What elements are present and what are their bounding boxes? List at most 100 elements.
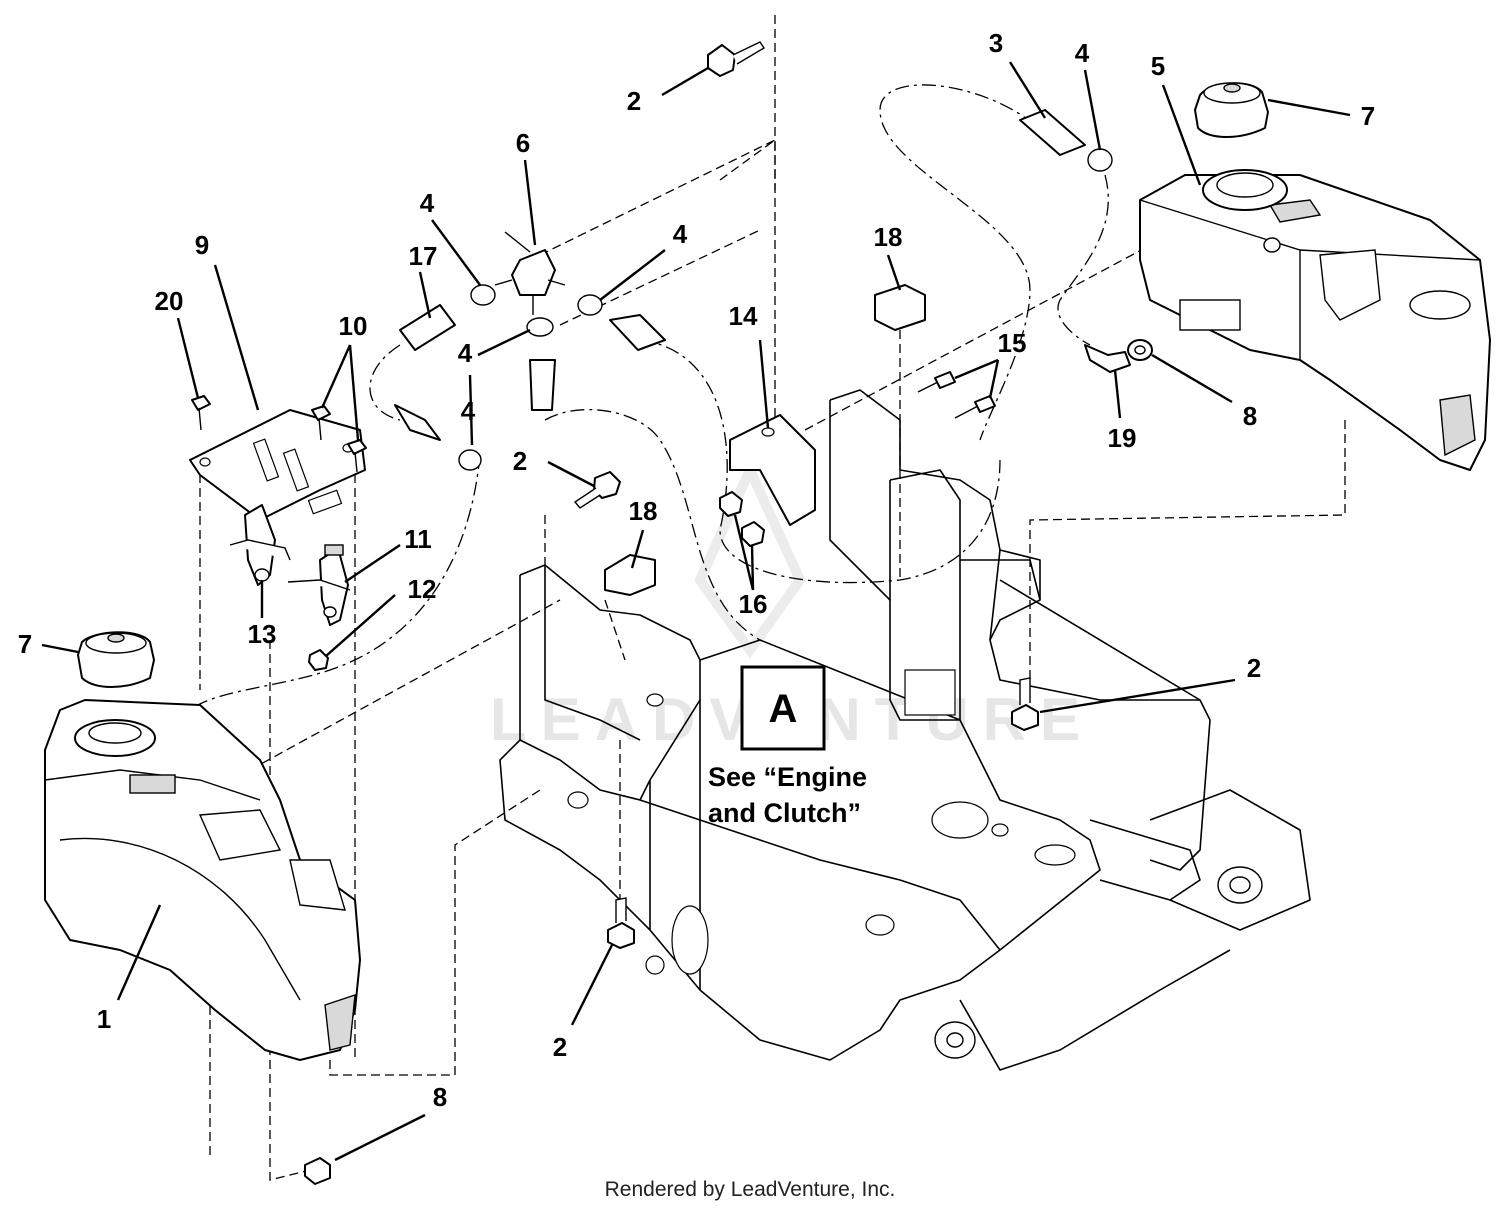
leader-10-b bbox=[348, 344, 360, 441]
callout-4-d: 4 bbox=[461, 396, 476, 426]
bolt-15-b-shank bbox=[954, 405, 979, 419]
clip-18-mid-body bbox=[604, 554, 656, 596]
leader-10-a bbox=[320, 344, 352, 409]
callout-15: 15 bbox=[998, 328, 1027, 358]
right-upright-back bbox=[829, 400, 891, 601]
hose-center bbox=[544, 408, 761, 641]
top-rail bbox=[999, 579, 1201, 701]
bolt-2-top-shank bbox=[732, 41, 765, 65]
leader-2-mid bbox=[547, 460, 595, 488]
callout-18-mid: 18 bbox=[629, 496, 658, 526]
left-side-plate bbox=[499, 564, 1001, 1061]
valve-body bbox=[511, 249, 556, 296]
leader-20 bbox=[176, 317, 200, 399]
right-tank-label-pad bbox=[1268, 199, 1322, 223]
bracket-14-hole bbox=[761, 427, 775, 437]
hose-center-tube bbox=[529, 359, 556, 411]
right-tank-handle bbox=[1439, 394, 1476, 457]
callout-4-c: 4 bbox=[458, 338, 473, 368]
fuel-selector-plate bbox=[189, 409, 366, 521]
front-crossbar bbox=[959, 949, 1231, 1071]
callout-3: 3 bbox=[989, 28, 1003, 58]
callout-1: 1 bbox=[97, 1004, 111, 1034]
left-fuel-tank bbox=[44, 699, 361, 1061]
align-line-bracket bbox=[719, 138, 776, 420]
callout-2-top: 2 bbox=[627, 86, 641, 116]
leader-2-right bbox=[1039, 678, 1236, 714]
reference-note-line-2: and Clutch” bbox=[708, 798, 861, 828]
nut-16-b bbox=[741, 521, 765, 547]
hose-right-tube bbox=[609, 314, 666, 351]
lever-13-arm bbox=[229, 539, 291, 561]
bolt-15-b-head bbox=[974, 395, 996, 413]
callout-17: 17 bbox=[409, 241, 438, 271]
callout-4-a: 4 bbox=[420, 188, 435, 218]
lever-nut-12 bbox=[308, 649, 329, 671]
reference-letter: A bbox=[769, 687, 798, 731]
screw-10b-shank bbox=[354, 451, 358, 473]
leader-12 bbox=[325, 594, 396, 657]
frame-cutout-2 bbox=[865, 914, 895, 936]
nuts-16 bbox=[719, 491, 765, 547]
align-line-left-tank-drain bbox=[269, 640, 311, 1181]
leader-15-a bbox=[954, 358, 999, 380]
plate-window bbox=[307, 489, 343, 515]
left-tank-pocket bbox=[289, 859, 346, 911]
bolt-2-top-head bbox=[707, 44, 736, 77]
leader-18-right bbox=[886, 254, 902, 291]
right-tank-recess bbox=[1319, 249, 1381, 321]
bolt-2-right-shank bbox=[1019, 677, 1031, 705]
lever-13-pivot bbox=[254, 568, 270, 582]
hose-top-loop bbox=[879, 84, 1036, 441]
plate-slot-2 bbox=[282, 448, 310, 492]
callout-10: 10 bbox=[339, 311, 368, 341]
align-line-right-tank-mount bbox=[1029, 420, 1346, 680]
callout-12: 12 bbox=[408, 574, 437, 604]
callout-14: 14 bbox=[729, 301, 758, 331]
callout-4-right: 4 bbox=[1075, 38, 1090, 68]
hose-3 bbox=[1019, 109, 1086, 156]
left-tank-recess bbox=[198, 809, 282, 861]
leader-8-bottom bbox=[334, 1113, 426, 1162]
reference-box-frame bbox=[740, 665, 826, 751]
lever-11-tab bbox=[324, 544, 344, 556]
screw-10b-head bbox=[347, 439, 367, 455]
selector-lever-13 bbox=[229, 504, 291, 586]
callout-8-bottom: 8 bbox=[433, 1082, 447, 1112]
screw-20 bbox=[191, 395, 211, 431]
hose-segment-17 bbox=[399, 304, 456, 351]
callout-9: 9 bbox=[195, 230, 209, 260]
right-tank-cup-holder bbox=[1409, 290, 1471, 320]
hose-left-loop bbox=[369, 344, 401, 421]
grommet-8-right bbox=[1127, 339, 1153, 361]
callout-2-mid: 2 bbox=[513, 446, 527, 476]
hose-right-tank-outlet bbox=[1057, 174, 1109, 346]
leader-4-right bbox=[1083, 69, 1102, 151]
hose-segment-right bbox=[609, 314, 666, 351]
right-tank-filler-opening bbox=[1216, 172, 1274, 198]
leader-11 bbox=[344, 544, 401, 583]
fitting-19 bbox=[1084, 344, 1131, 373]
fuel-shutoff-valve-6 bbox=[494, 231, 566, 315]
clamp-4-c bbox=[526, 317, 554, 337]
left-plate-inner-edge bbox=[544, 565, 641, 741]
leader-2-top bbox=[661, 66, 709, 97]
callout-16: 16 bbox=[739, 589, 768, 619]
left-tank-filler-opening bbox=[88, 722, 142, 744]
right-tank-vent bbox=[1263, 237, 1281, 253]
bolt-2-bottom bbox=[607, 897, 635, 949]
screw-10-b bbox=[347, 439, 367, 473]
frame-hole-2 bbox=[567, 791, 589, 809]
align-line-clip bbox=[604, 599, 626, 661]
leader-19 bbox=[1113, 369, 1122, 419]
hose-17 bbox=[399, 304, 456, 351]
leader-1 bbox=[116, 904, 162, 1001]
leader-15-b bbox=[988, 359, 1000, 399]
leader-6 bbox=[523, 159, 537, 246]
plate-slot-1 bbox=[252, 438, 280, 482]
selector-lever-11 bbox=[287, 544, 351, 626]
reference-note-line-1: See “Engine bbox=[708, 762, 867, 792]
hose-clip-18-mid bbox=[604, 554, 656, 596]
